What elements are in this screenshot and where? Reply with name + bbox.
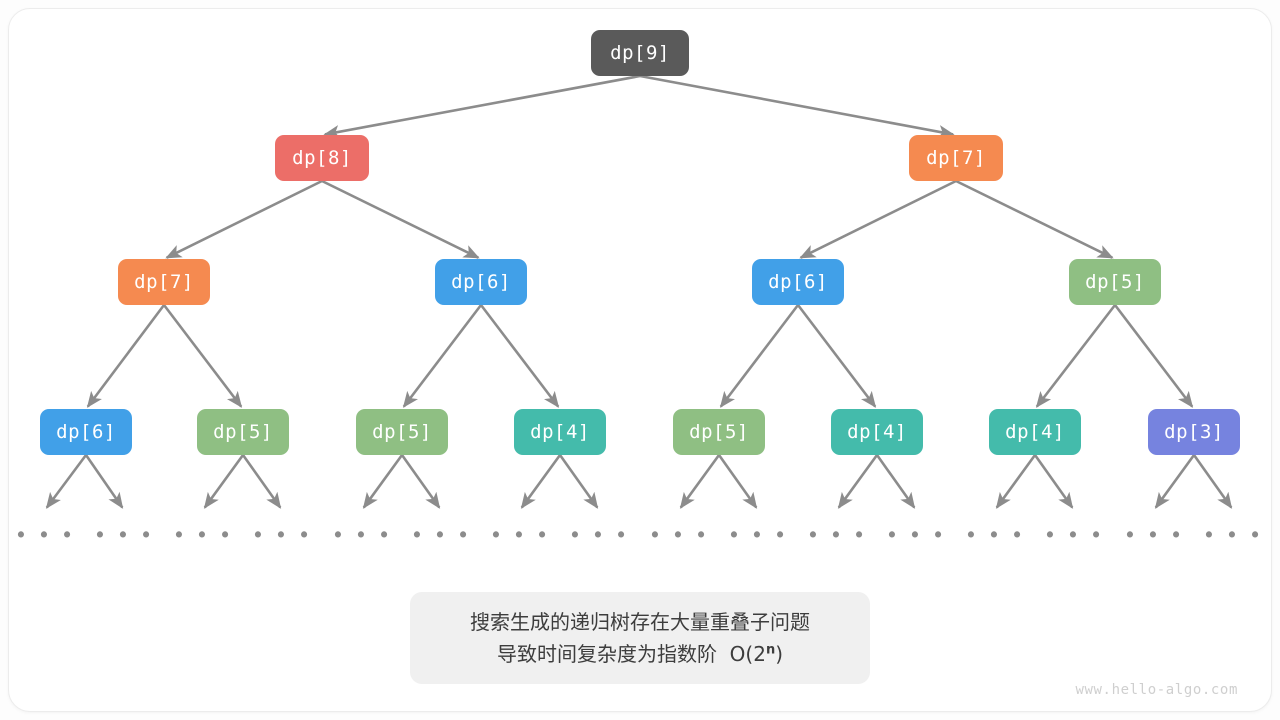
tree-node-dp4: dp[4] [831,409,923,455]
ellipsis-marker: • • • [410,523,472,548]
caption-box: 搜索生成的递归树存在大量重叠子问题 导致时间复杂度为指数阶 O(2n) [410,592,870,684]
tree-node-label: dp[6] [768,271,828,293]
tree-node-label: dp[3] [1164,421,1224,443]
ellipsis-marker: • • • [1202,523,1264,548]
watermark: www.hello-algo.com [1075,682,1238,698]
tree-node-dp5: dp[5] [1069,259,1161,305]
ellipsis-marker: • • • [806,523,868,548]
tree-node-label: dp[7] [134,271,194,293]
tree-node-label: dp[4] [530,421,590,443]
caption-line-2-suffix: ) [775,642,784,666]
tree-node-dp9: dp[9] [591,30,689,76]
tree-node-dp3: dp[3] [1148,409,1240,455]
tree-node-dp6: dp[6] [40,409,132,455]
tree-node-label: dp[8] [292,147,352,169]
tree-node-dp4: dp[4] [989,409,1081,455]
caption-line-2: 导致时间复杂度为指数阶 O(2n) [497,638,783,670]
tree-node-label: dp[7] [926,147,986,169]
ellipsis-marker: • • • [1123,523,1185,548]
tree-node-dp6: dp[6] [435,259,527,305]
ellipsis-marker: • • • [93,523,155,548]
ellipsis-marker: • • • [568,523,630,548]
tree-node-dp5: dp[5] [673,409,765,455]
ellipsis-marker: • • • [1043,523,1105,548]
tree-node-dp7: dp[7] [909,135,1003,181]
caption-line-2-prefix: 导致时间复杂度为指数阶 O(2 [496,642,766,666]
tree-node-dp7: dp[7] [118,259,210,305]
ellipsis-marker: • • • [727,523,789,548]
tree-node-label: dp[5] [1085,271,1145,293]
tree-node-label: dp[4] [1005,421,1065,443]
tree-node-label: dp[4] [847,421,907,443]
ellipsis-marker: • • • [14,523,76,548]
tree-node-dp5: dp[5] [356,409,448,455]
tree-node-label: dp[6] [451,271,511,293]
tree-node-label: dp[5] [689,421,749,443]
caption-line-1: 搜索生成的递归树存在大量重叠子问题 [470,610,810,634]
tree-node-label: dp[6] [56,421,116,443]
ellipsis-marker: • • • [885,523,947,548]
tree-node-label: dp[5] [213,421,273,443]
ellipsis-marker: • • • [964,523,1026,548]
tree-node-label: dp[5] [372,421,432,443]
tree-node-dp5: dp[5] [197,409,289,455]
ellipsis-marker: • • • [489,523,551,548]
tree-node-dp8: dp[8] [275,135,369,181]
ellipsis-marker: • • • [251,523,313,548]
tree-node-dp6: dp[6] [752,259,844,305]
ellipsis-marker: • • • [331,523,393,548]
ellipsis-marker: • • • [172,523,234,548]
tree-node-label: dp[9] [610,42,670,64]
tree-node-dp4: dp[4] [514,409,606,455]
ellipsis-marker: • • • [648,523,710,548]
caption-exponent: n [765,642,776,658]
